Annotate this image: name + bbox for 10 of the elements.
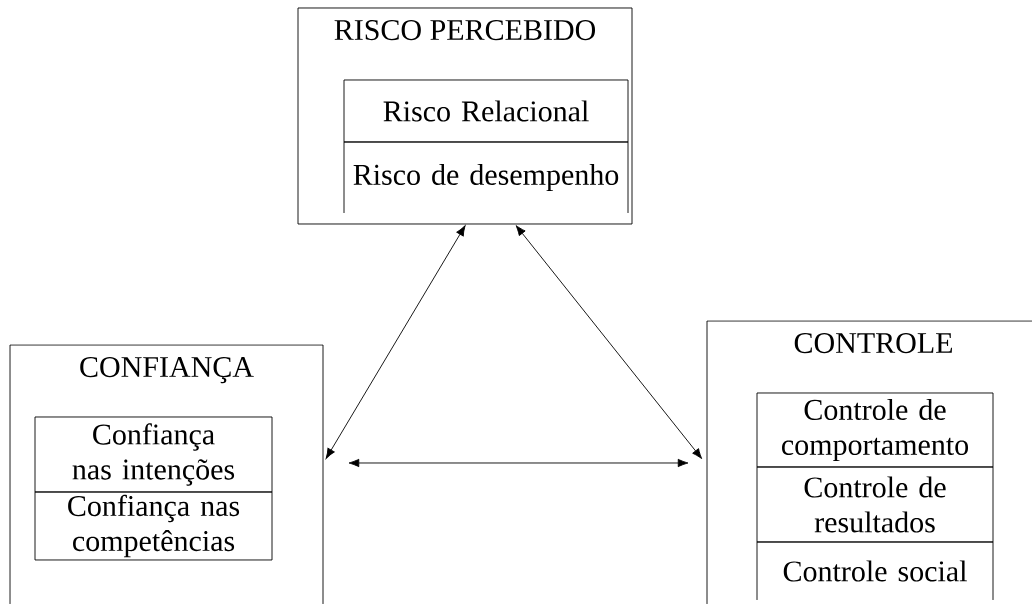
inner-box: Controle social bbox=[756, 541, 994, 601]
inner-box: Controle de comportamento bbox=[756, 392, 994, 468]
inner-box: Confiança nas intenções bbox=[34, 416, 273, 493]
inner-box: Risco de desempenho bbox=[343, 141, 629, 214]
double-arrow bbox=[325, 225, 466, 459]
inner-box: Controle de resultados bbox=[756, 466, 994, 543]
double-arrow bbox=[515, 225, 703, 459]
inner-box: Confiança nas competências bbox=[34, 491, 273, 561]
double-arrow bbox=[348, 458, 689, 468]
inner-box: Risco Relacional bbox=[343, 79, 629, 143]
